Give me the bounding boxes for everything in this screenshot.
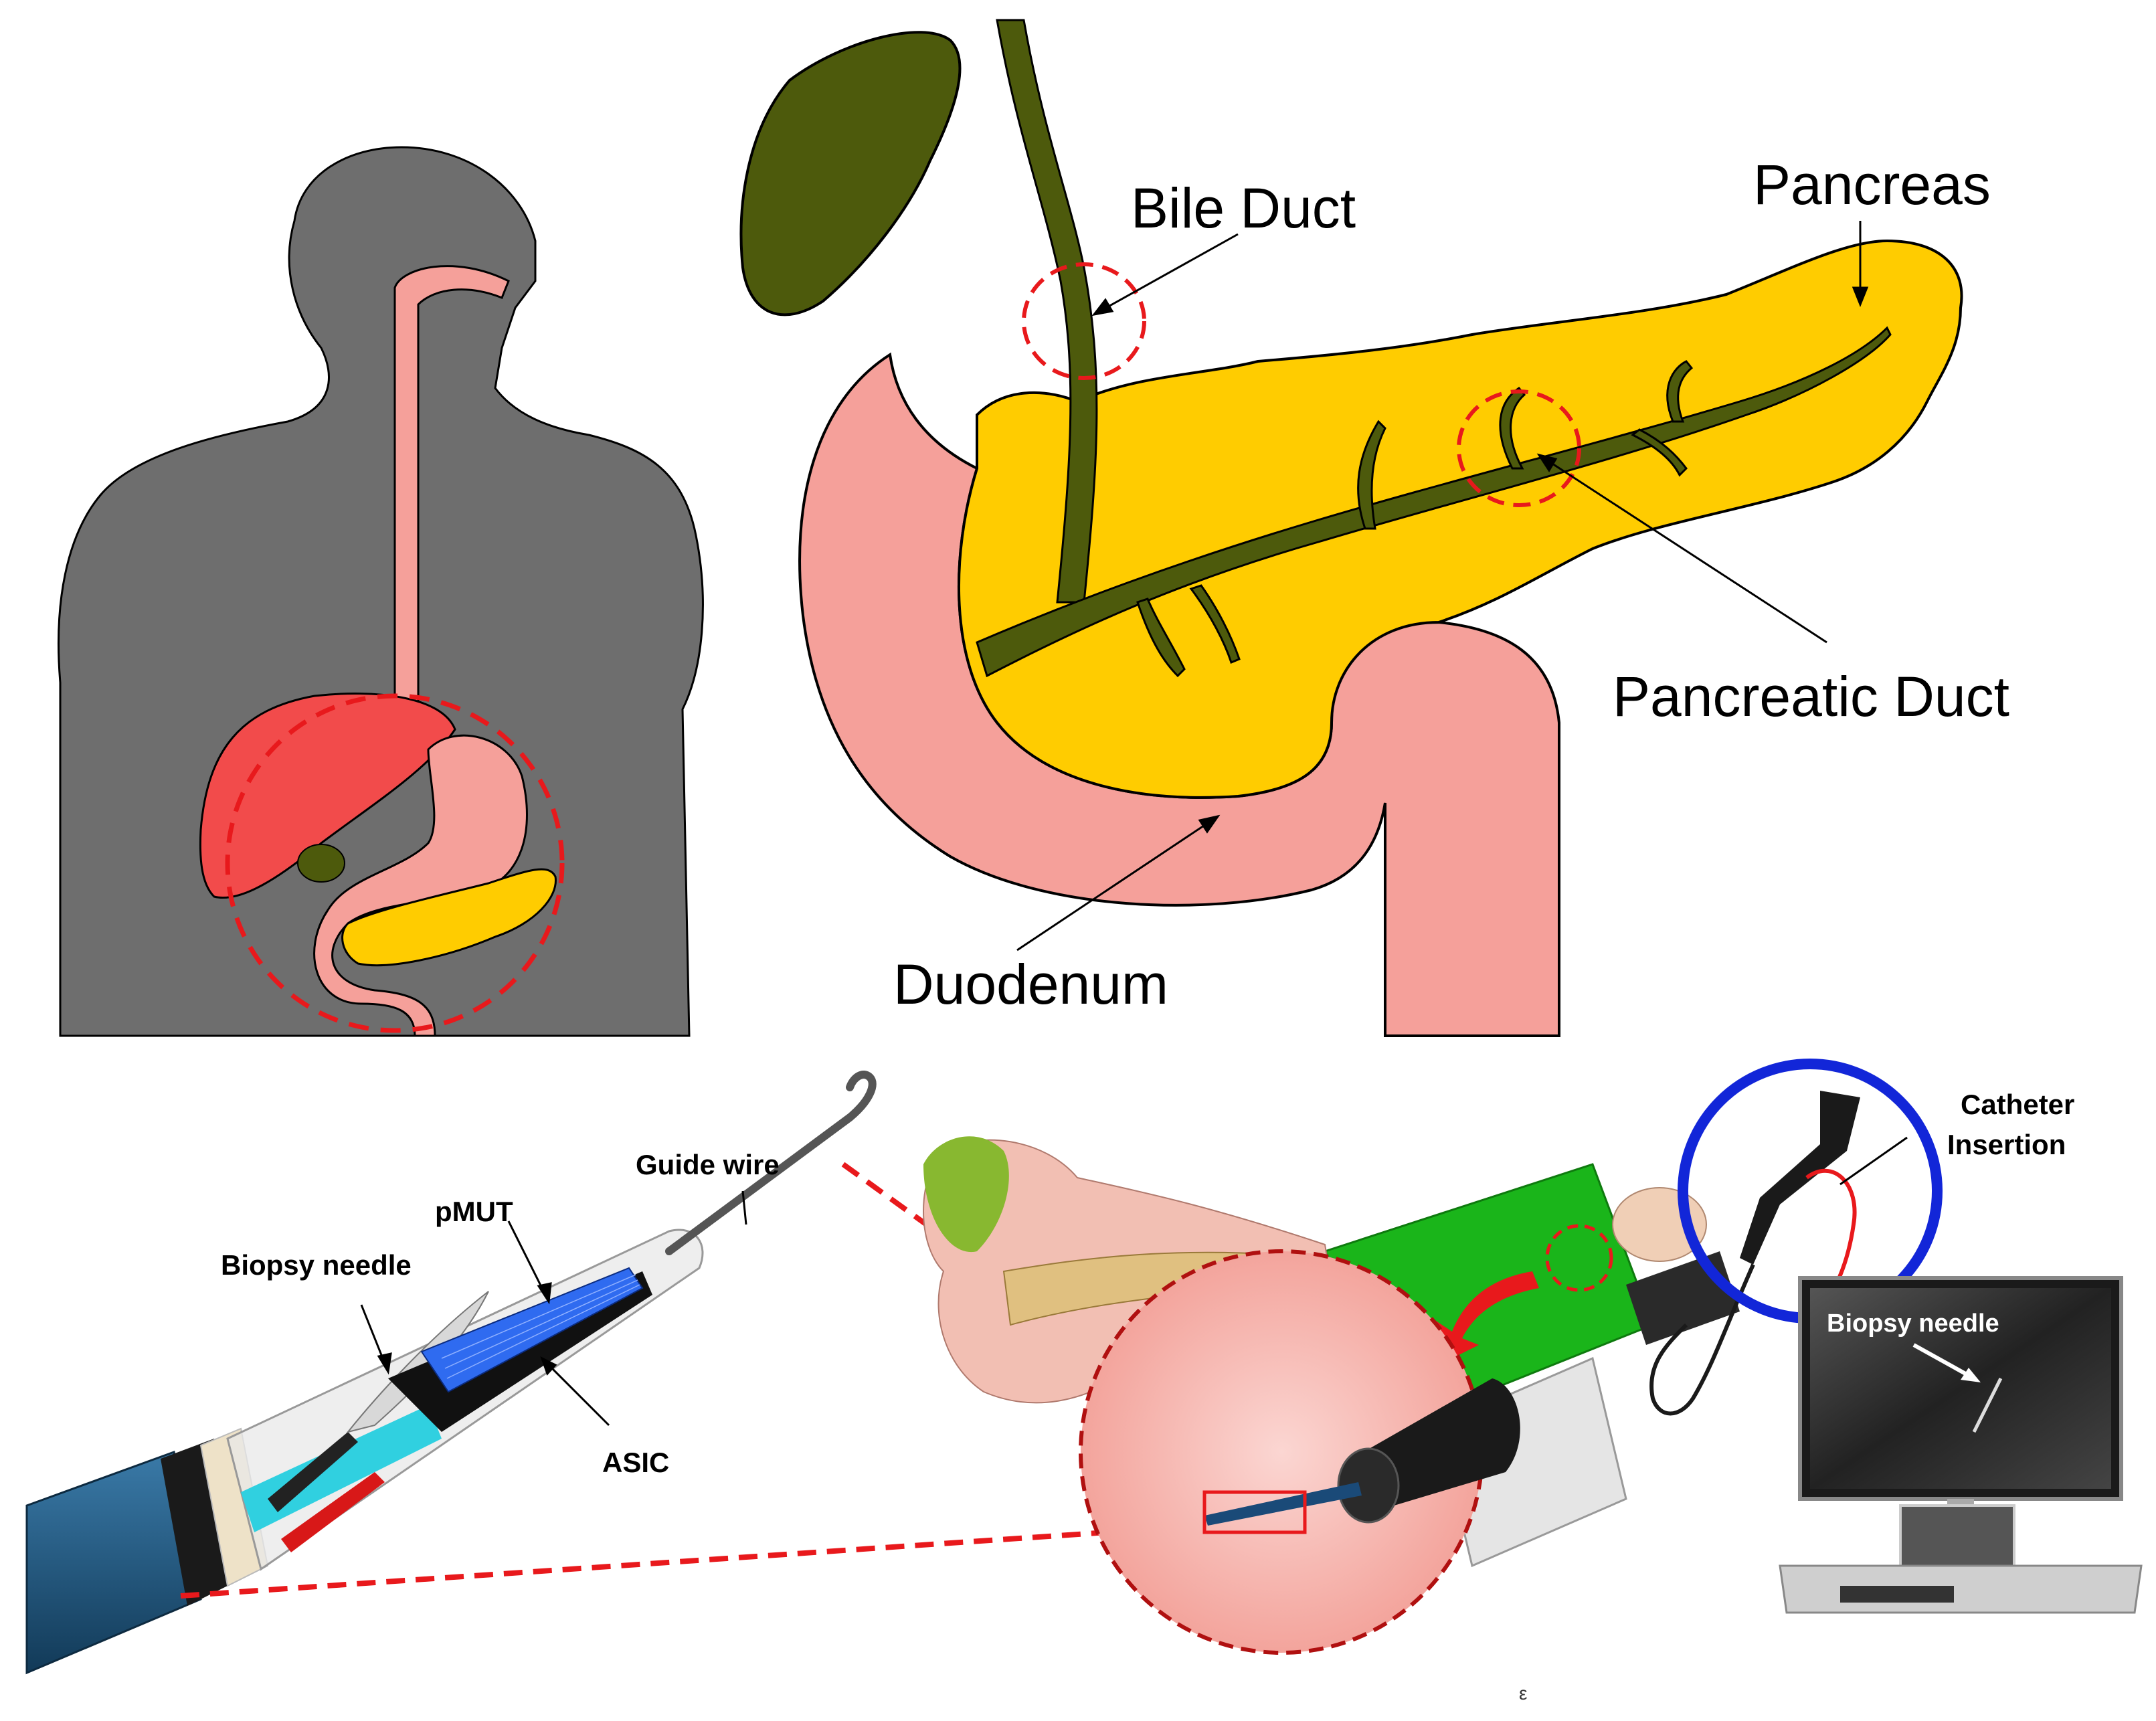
pancreas-small [341, 868, 557, 967]
us-needle-line [1972, 1377, 2003, 1433]
esophagus [393, 265, 510, 704]
anatomy-pointers [1016, 221, 1869, 952]
endoscope-face [1337, 1447, 1400, 1524]
endoscope-handle [1740, 1091, 1860, 1265]
pancreatic-duct-highlight [1457, 389, 1581, 507]
anatomy-panel: Bile Duct Pancreas Pancreatic Duct Duode… [739, 19, 2009, 1037]
pancreatic-duct [976, 326, 1892, 678]
duodenum-label: Duodenum [893, 953, 1168, 1016]
red-curve-arrow [1432, 1271, 1539, 1365]
biopsy-needle-label: Biopsy needle [221, 1249, 412, 1281]
scope-ring-beige [199, 1427, 269, 1587]
body-highlight-circle [225, 693, 565, 1033]
tip-pointers [360, 1190, 747, 1427]
gallbladder [739, 31, 962, 316]
mini-gallbladder [923, 1136, 1009, 1253]
console-display [1899, 1504, 2015, 1574]
catheter-tip-panel: Guide wire pMUT Biopsy needle ASIC [25, 1071, 1280, 1675]
patient-highlight [1545, 1224, 1613, 1292]
catheter-zoom [1204, 1482, 1362, 1526]
stomach [313, 734, 528, 1037]
gallbladder-small [297, 844, 345, 883]
us-arrowhead [1961, 1368, 1981, 1382]
pancreas-label: Pancreas [1753, 153, 1991, 216]
guide-wire-label: Guide wire [636, 1149, 780, 1180]
ultrasound-screen [1810, 1288, 2111, 1489]
procedure-panel: Catheter Insertion Biopsy needle [923, 1059, 2143, 1655]
pancreas-shape [957, 239, 1963, 799]
catheter-label-line1: Catheter [1961, 1089, 2074, 1120]
pmut-array [420, 1267, 644, 1393]
us-biopsy-needle-label: Biopsy needle [1827, 1309, 1999, 1338]
pancreatic-duct-label: Pancreatic Duct [1613, 665, 2009, 728]
bile-duct-highlight [1022, 262, 1146, 380]
console-base [1779, 1564, 2143, 1614]
bile-duct-label: Bile Duct [1131, 177, 1356, 240]
red-wire [281, 1472, 385, 1552]
catheter-label-line2: Insertion [1947, 1129, 2066, 1160]
console-panel [1840, 1586, 1954, 1603]
body-silhouette-panel [58, 146, 704, 1037]
endoscope-cable [1649, 1263, 1755, 1416]
pmut-label: pMUT [435, 1196, 513, 1227]
catheter-pointer [1839, 1136, 1908, 1186]
pmut-grid [441, 1274, 640, 1379]
us-arrow [1912, 1343, 1975, 1380]
zoom-line-bottom [180, 1523, 1205, 1599]
footer-mark: ε [1519, 1683, 1527, 1704]
tip-box [1202, 1490, 1307, 1534]
asic-label: ASIC [602, 1447, 669, 1478]
guide-wire [665, 1071, 877, 1255]
black-cable [268, 1432, 358, 1512]
